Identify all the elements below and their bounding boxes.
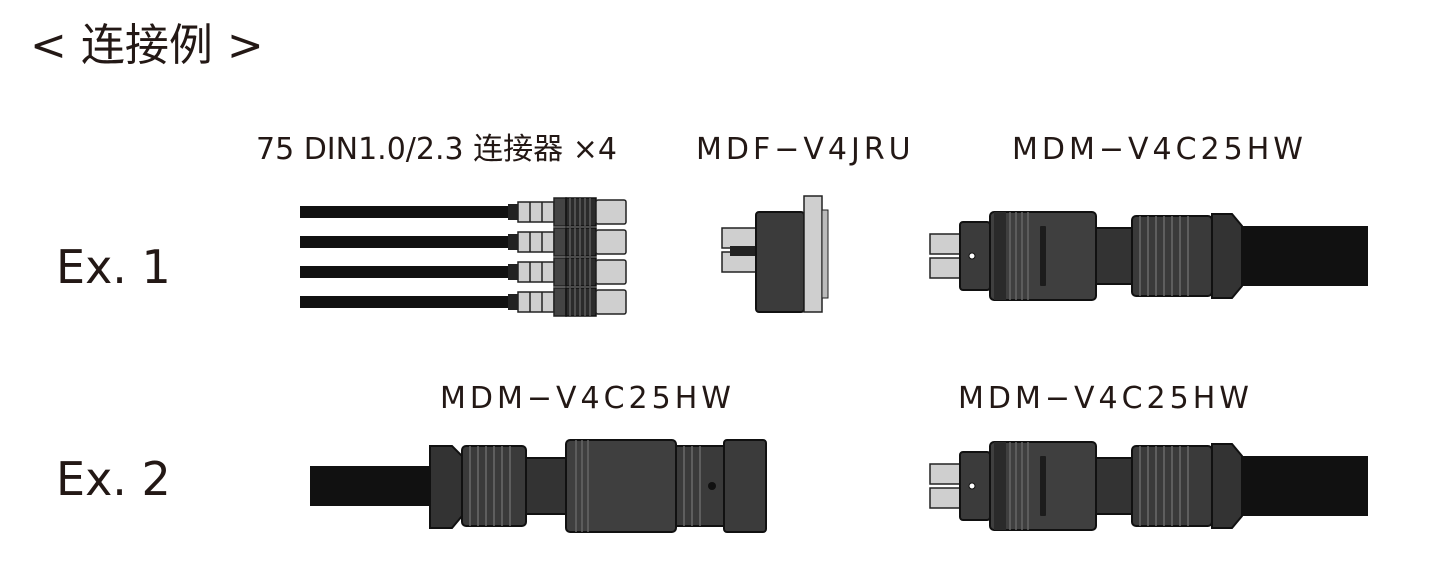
mdm-v4c25hw-plug-ex1	[929, 211, 1369, 301]
mdm-v4c25hw-plug-ex2	[929, 441, 1369, 531]
din-connector-label: 75 DIN1.0/2.3 连接器 ×4	[256, 132, 617, 167]
page-title: < 连接例 >	[30, 20, 264, 71]
example-1-label: Ex. 1	[56, 240, 171, 294]
din-connector-cable-2	[299, 227, 627, 257]
mdf-v4jru-label: MDF−V4JRU	[696, 132, 915, 167]
mdf-v4jru-receptacle	[721, 195, 829, 313]
mdm-v4c25hw-label-ex2-left: MDM−V4C25HW	[440, 381, 735, 416]
din-connector-cable-3	[299, 257, 627, 287]
din-connector-cable-4	[299, 287, 627, 317]
din-connector-cable-1	[299, 197, 627, 227]
mdm-v4c25hw-label-ex2-right: MDM−V4C25HW	[958, 381, 1253, 416]
mdm-v4c25hw-inline-ex2	[310, 439, 767, 533]
example-2-label: Ex. 2	[56, 452, 171, 506]
mdm-v4c25hw-label-ex1: MDM−V4C25HW	[1012, 132, 1307, 167]
